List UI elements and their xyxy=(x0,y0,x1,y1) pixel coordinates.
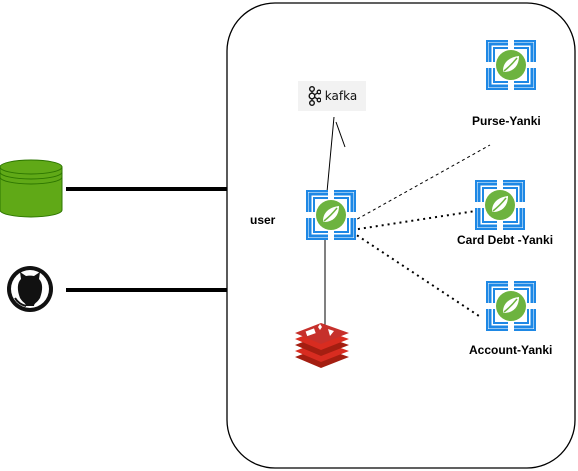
user-card-debt-link xyxy=(351,209,483,231)
user-label: user xyxy=(250,213,276,227)
kafka-logo: kafka xyxy=(298,81,366,111)
account-service-icon xyxy=(484,279,538,333)
card-debt-service-icon xyxy=(473,178,527,232)
purse-label: Purse-Yanki xyxy=(472,114,541,128)
user-service-icon xyxy=(304,188,358,242)
user-kafka-connector xyxy=(326,116,335,193)
kafka-arrow-tail xyxy=(335,121,346,148)
kafka-label: kafka xyxy=(324,89,358,103)
account-label: Account-Yanki xyxy=(469,343,553,357)
user-account-link xyxy=(351,231,483,319)
card-debt-label: Card Debt -Yanki xyxy=(457,233,554,247)
user-purse-link xyxy=(351,144,491,223)
purse-service-icon xyxy=(484,38,538,92)
kafka-logo-icon xyxy=(308,86,321,106)
github-icon xyxy=(7,266,53,312)
redis-icon xyxy=(295,323,349,368)
database-cylinder-icon xyxy=(0,159,63,218)
